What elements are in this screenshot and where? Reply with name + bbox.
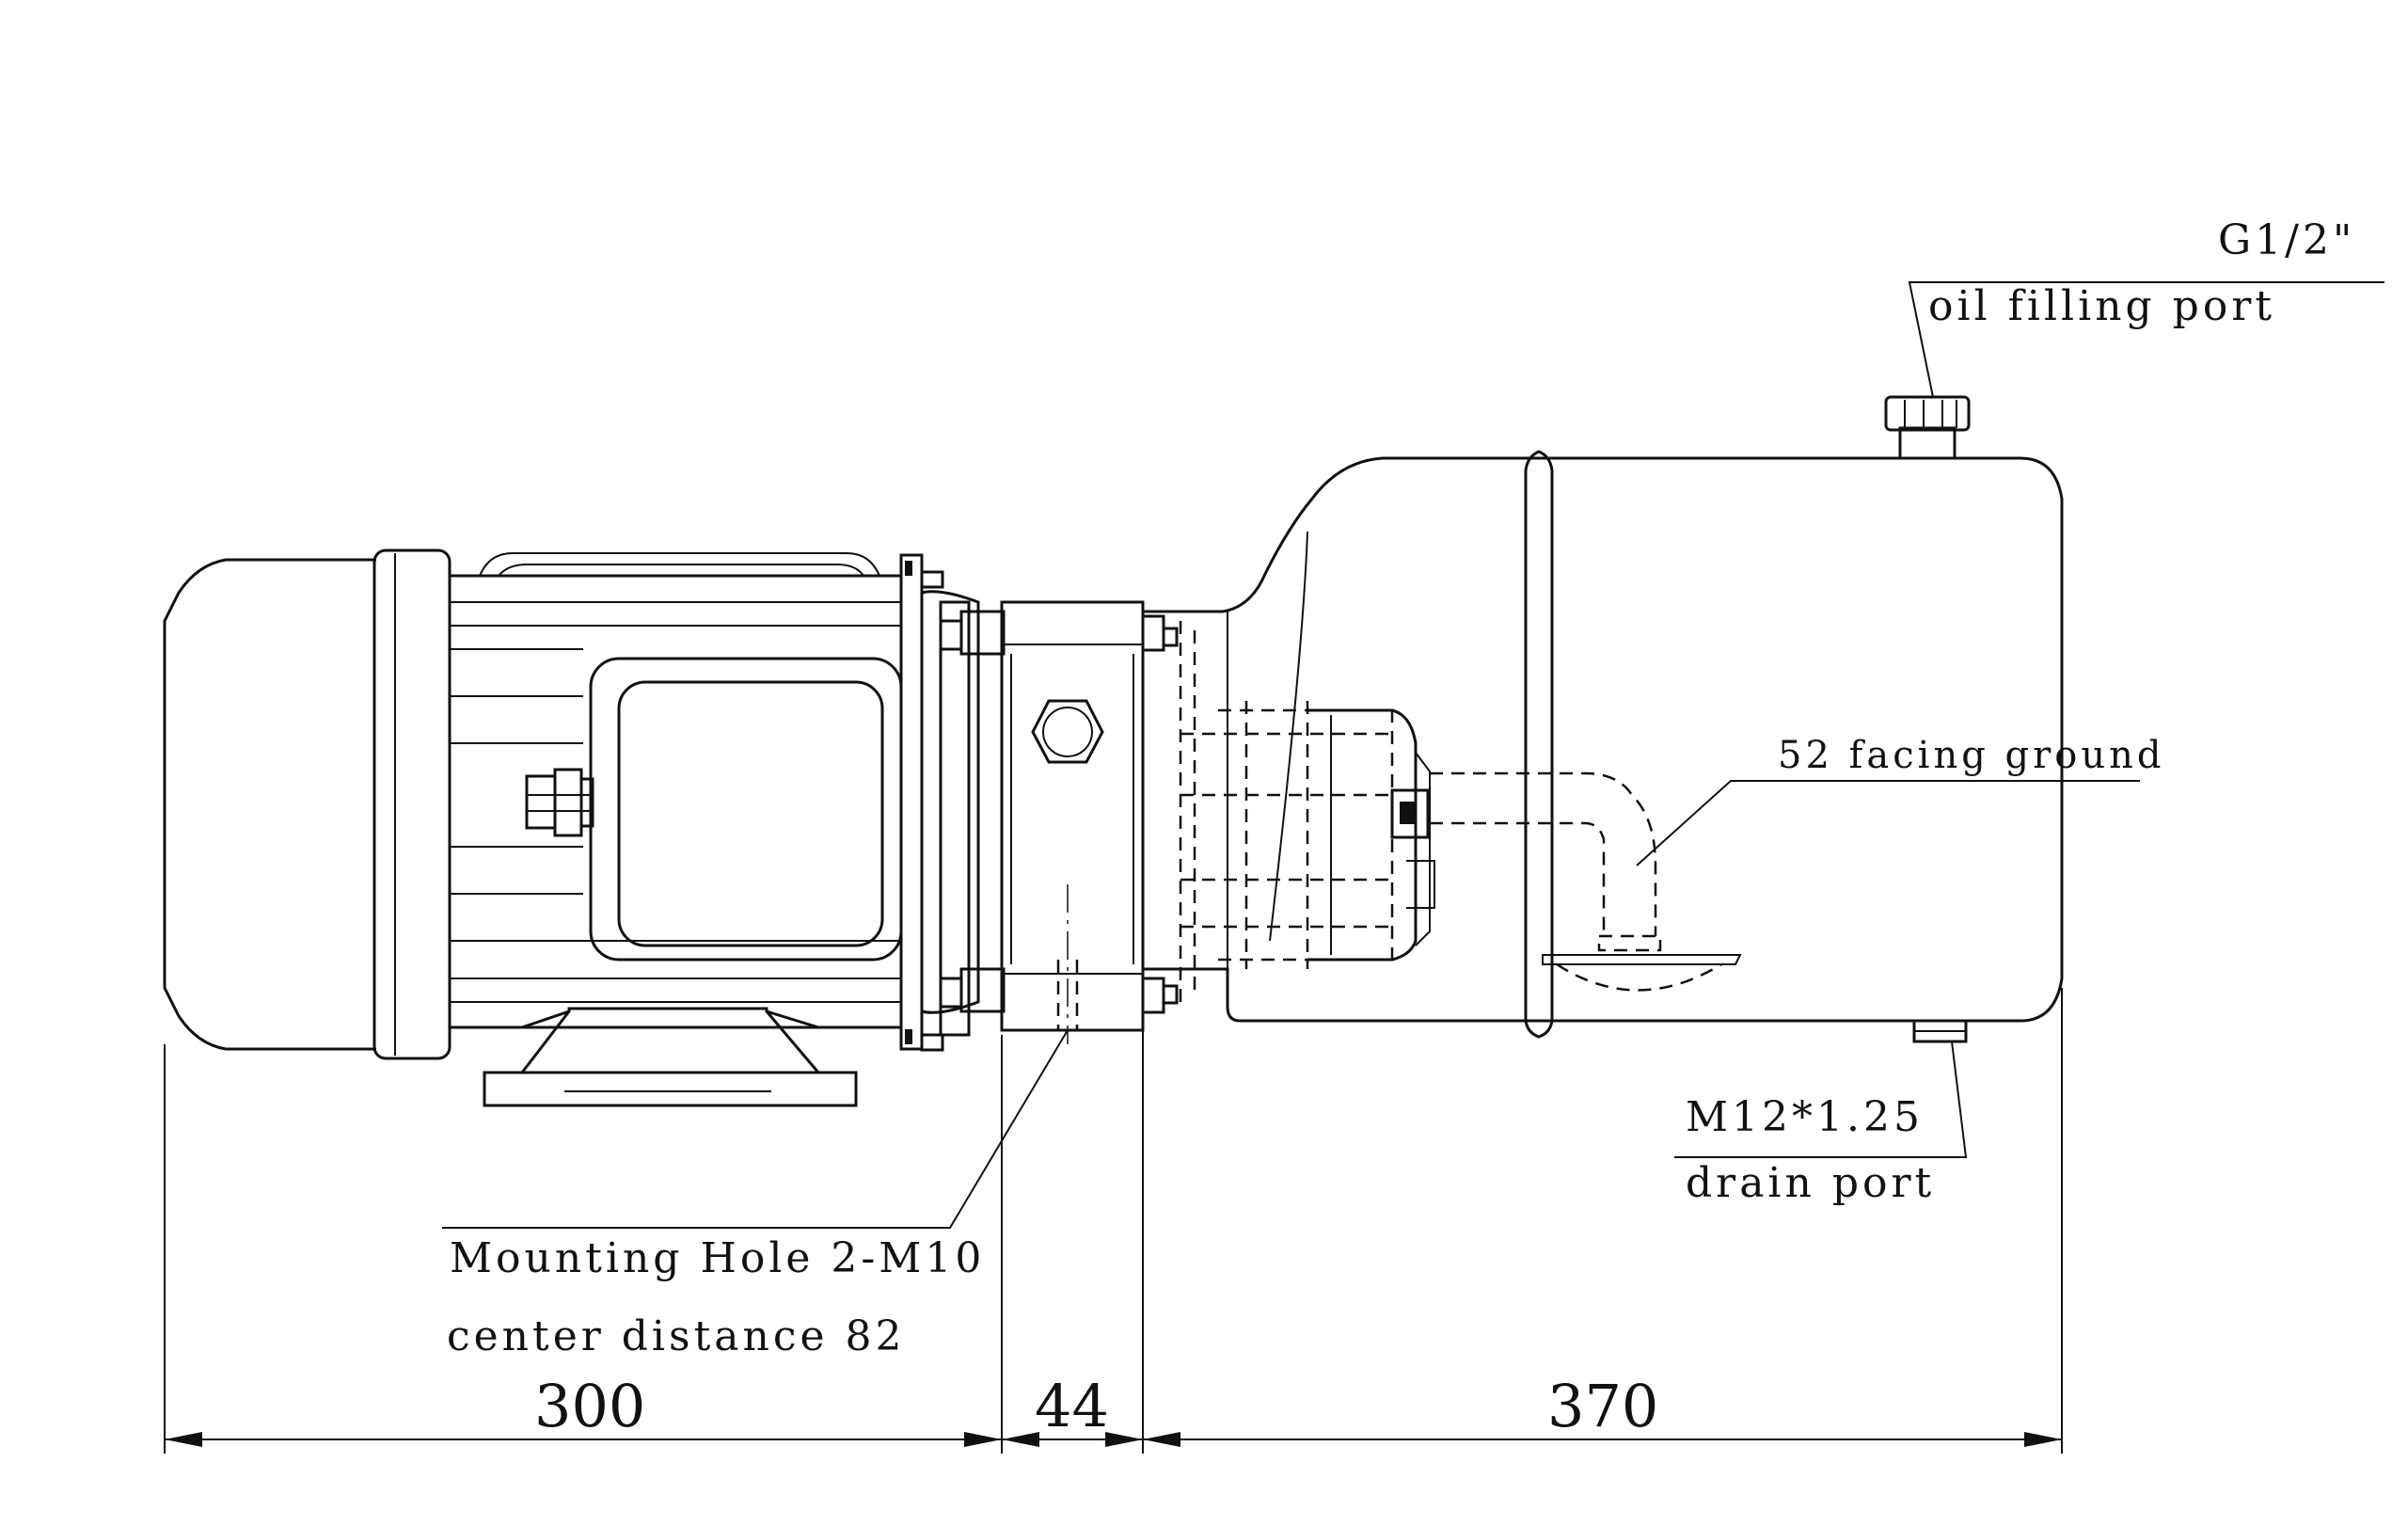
dimension-370: 370	[1547, 1372, 1659, 1440]
electric-motor	[163, 548, 944, 1107]
oil-filling-port-label: oil filling port	[1928, 282, 2276, 330]
center-distance-label: center distance 82	[447, 1312, 906, 1360]
facing-ground-label: 52 facing ground	[1778, 734, 2165, 777]
drain-plug	[1912, 1019, 1968, 1043]
gear-pump-hidden	[1179, 621, 1742, 1007]
motor-fan-cover	[163, 558, 376, 1051]
drain-port-label: drain port	[1686, 1159, 1936, 1207]
oil-tank	[1143, 395, 2064, 1043]
filler-cap	[1884, 395, 1971, 460]
tank-strap	[1524, 450, 1554, 1039]
oil-filling-size-label: G1/2"	[2218, 216, 2356, 264]
cable-gland	[525, 768, 594, 837]
adapter-block	[921, 590, 1179, 1044]
adapter-body	[1000, 600, 1145, 1032]
motor-feet	[483, 1007, 858, 1107]
drain-size-label: M12*1.25	[1686, 1093, 1925, 1141]
motor-ring	[372, 548, 452, 1060]
tank-outline	[1143, 456, 2064, 1023]
terminal-box-outer	[589, 657, 903, 962]
dimension-300: 300	[534, 1372, 646, 1440]
dimension-44: 44	[1035, 1372, 1109, 1440]
mounting-hole-label: Mounting Hole 2-M10	[450, 1234, 986, 1282]
motor-flange	[899, 553, 924, 1051]
dimension-lines	[164, 988, 2063, 1454]
hex-nut	[1031, 699, 1104, 764]
leader-lines	[442, 281, 2384, 1229]
terminal-box-inner	[617, 680, 884, 947]
